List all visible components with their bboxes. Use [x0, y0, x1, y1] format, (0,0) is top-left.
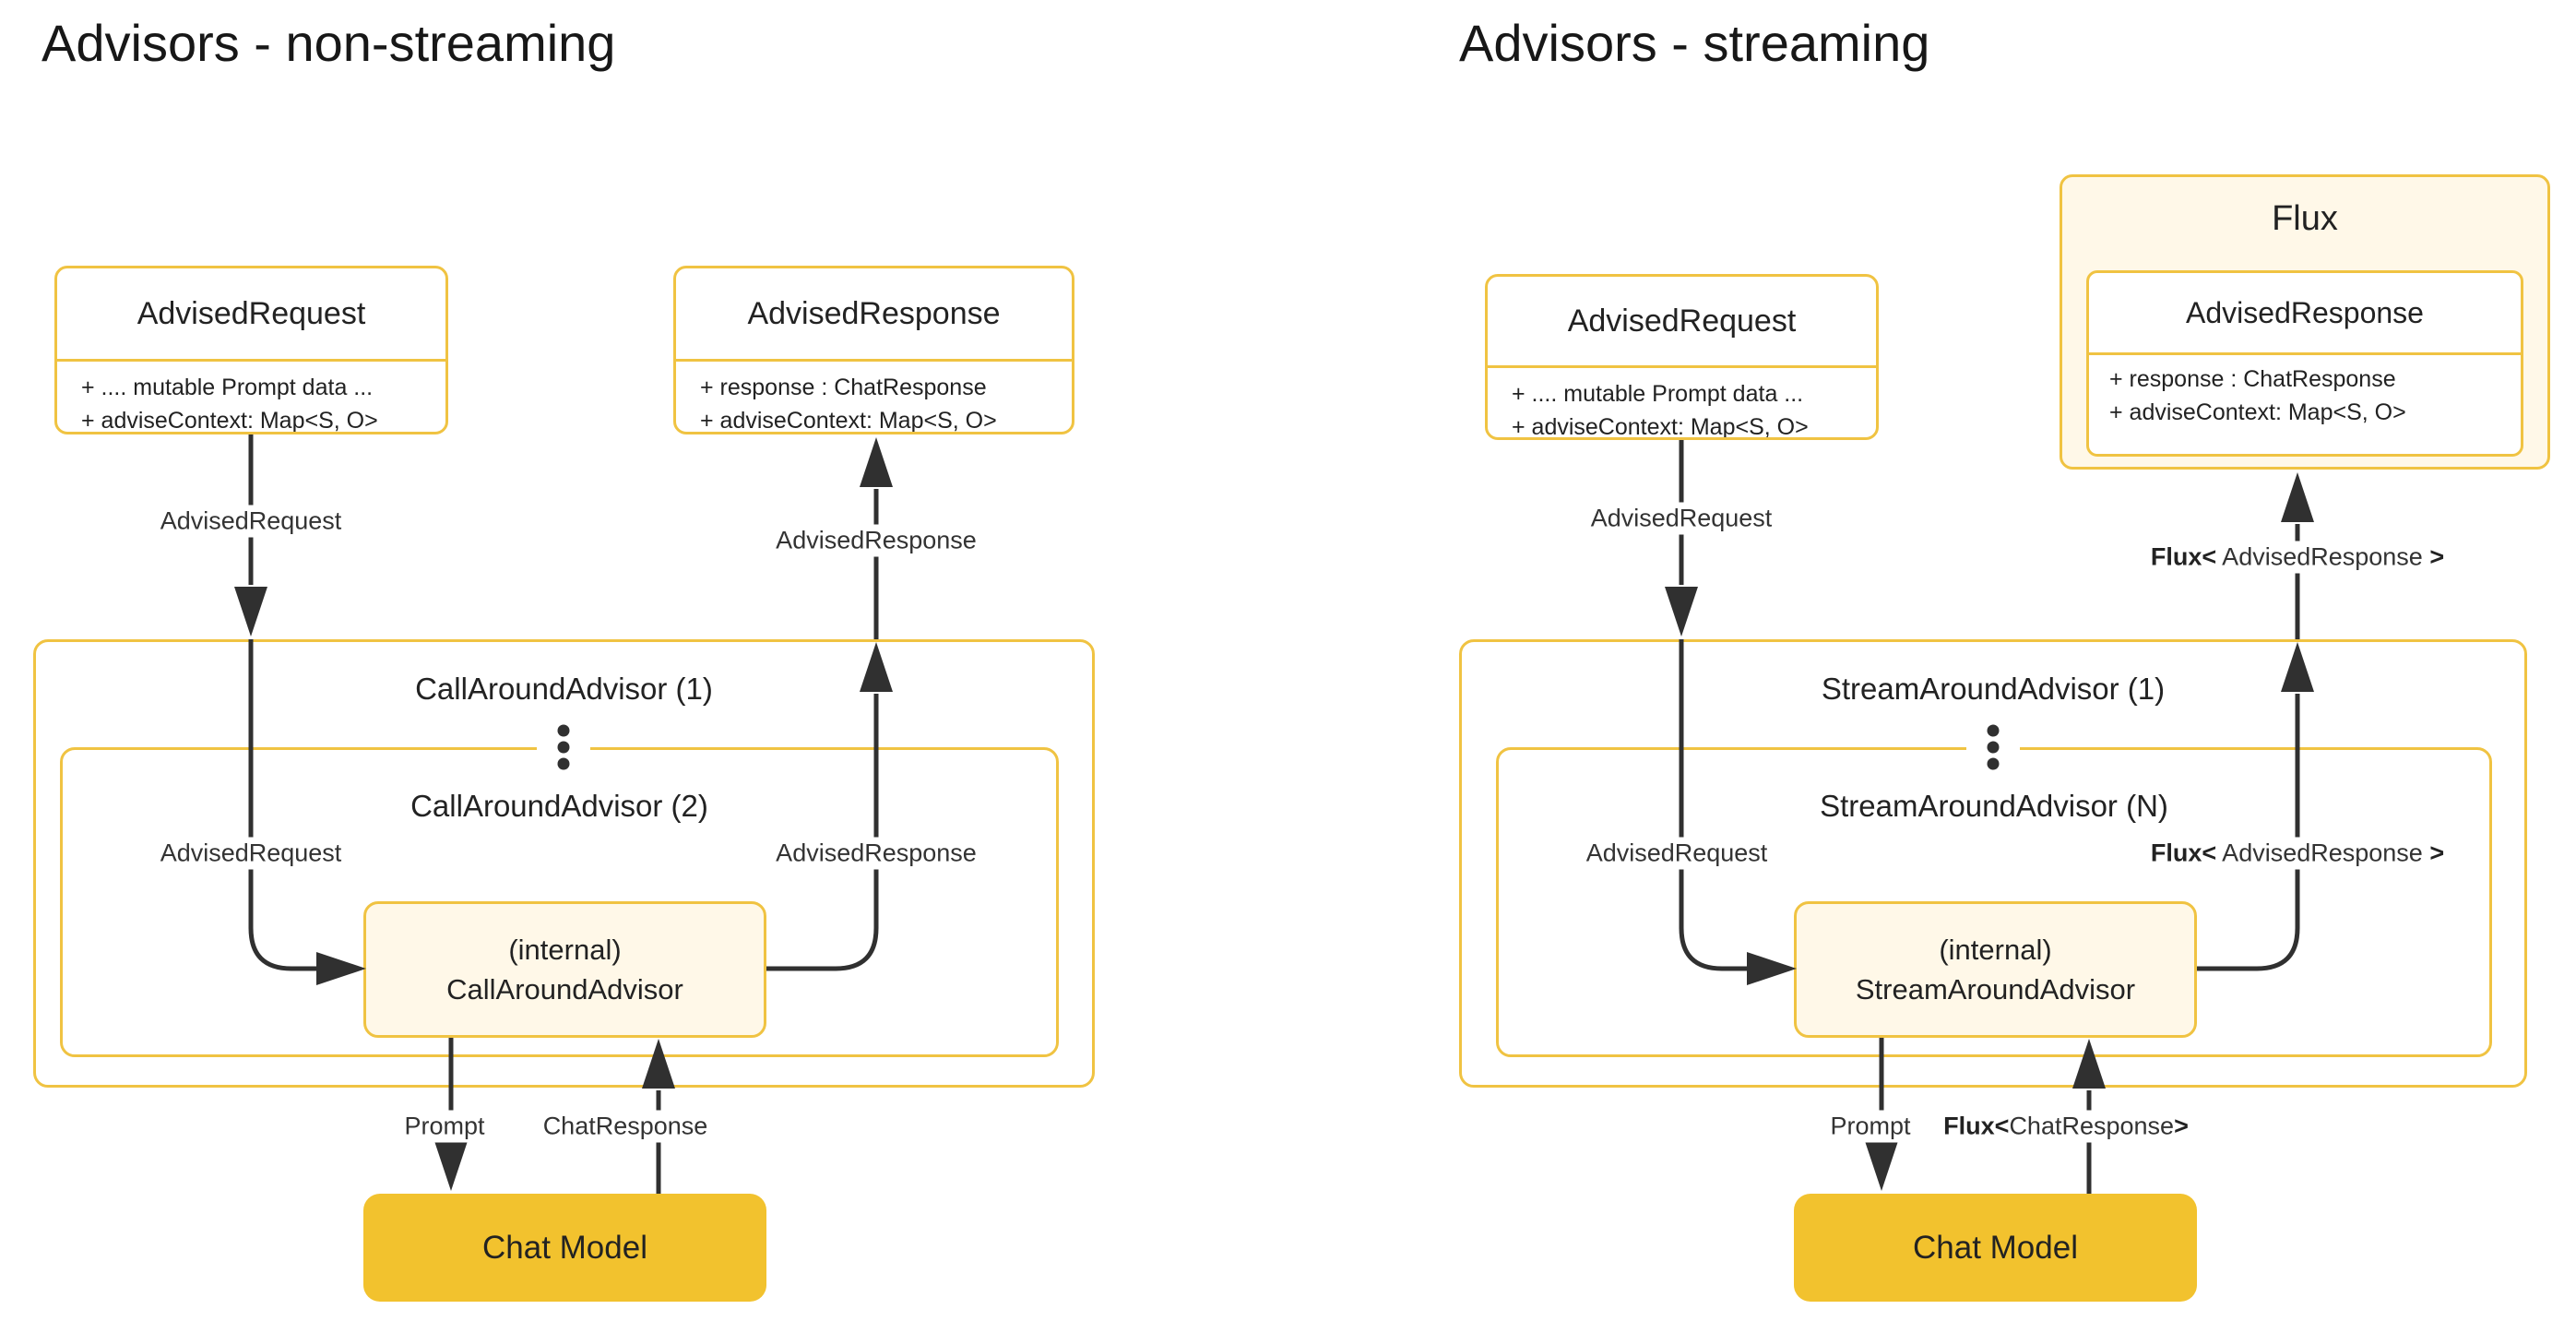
class-title: AdvisedRequest — [57, 268, 445, 362]
internal-box-line2: CallAroundAdvisor — [446, 973, 683, 1006]
diagram-title-non-streaming: Advisors - non-streaming — [42, 14, 616, 72]
edge-label-prompt: Prompt — [1822, 1110, 1918, 1143]
edge-label-advised-response-inner: AdvisedResponse — [768, 837, 984, 870]
flux-keyword: Flux< — [2150, 542, 2217, 571]
class-field: + adviseContext: Map<S, O> — [700, 408, 997, 434]
chat-model-box-left: Chat Model — [363, 1194, 766, 1302]
edge-label-flux-advised-response: Flux< AdvisedResponse > — [2143, 541, 2452, 574]
advised-request-box-left: AdvisedRequest + .... mutable Prompt dat… — [54, 266, 448, 434]
internal-call-around-advisor-box: (internal) CallAroundAdvisor — [363, 901, 766, 1038]
stream-around-advisor-1-frame: StreamAroundAdvisor (1) — [1459, 639, 2527, 1088]
arrowhead-down-icon — [434, 1141, 468, 1191]
flux-type-param: ChatResponse — [2009, 1112, 2175, 1140]
chat-model-label: Chat Model — [482, 1229, 647, 1266]
chat-model-box-right: Chat Model — [1794, 1194, 2197, 1302]
frame-title: StreamAroundAdvisor (N) — [1820, 789, 2168, 823]
edge-label-flux-chat-response: Flux<ChatResponse> — [1936, 1110, 2196, 1143]
frame-title: CallAroundAdvisor (1) — [415, 672, 713, 706]
edge-label-prompt: Prompt — [397, 1110, 493, 1143]
class-fields: + response : ChatResponse + adviseContex… — [2089, 355, 2521, 436]
internal-box-line2: StreamAroundAdvisor — [1855, 973, 2136, 1006]
arrowhead-down-icon — [234, 587, 267, 637]
edge-label-advised-request: AdvisedRequest — [1583, 502, 1780, 535]
flux-title: Flux — [2272, 199, 2338, 238]
frame-title: CallAroundAdvisor (2) — [410, 789, 708, 823]
arrowhead-down-icon — [1865, 1141, 1898, 1191]
call-around-advisor-1-frame: CallAroundAdvisor (1) — [33, 639, 1095, 1088]
flux-keyword: Flux< — [1943, 1112, 2010, 1140]
edge-label-flux-advised-response-inner: Flux< AdvisedResponse > — [2143, 837, 2452, 870]
class-field: + adviseContext: Map<S, O> — [1512, 414, 1809, 440]
class-title: AdvisedResponse — [676, 268, 1072, 362]
class-field: + response : ChatResponse — [700, 375, 987, 400]
diagram-title-streaming: Advisors - streaming — [1459, 14, 1930, 72]
internal-box-line1: (internal) — [508, 934, 622, 966]
edge-label-chat-response: ChatResponse — [535, 1110, 716, 1143]
class-title: AdvisedResponse — [2089, 273, 2521, 355]
advised-request-box-right: AdvisedRequest + .... mutable Prompt dat… — [1485, 274, 1879, 440]
edge-label-advised-request: AdvisedRequest — [152, 505, 350, 538]
flux-type-param: AdvisedResponse — [2216, 839, 2430, 867]
frame-title: StreamAroundAdvisor (1) — [1821, 672, 2166, 706]
internal-stream-around-advisor-box: (internal) StreamAroundAdvisor — [1794, 901, 2197, 1038]
flux-box: Flux AdvisedResponse + response : ChatRe… — [2060, 174, 2550, 470]
arrowhead-down-icon — [1665, 587, 1698, 637]
arrowhead-up-icon — [860, 437, 893, 487]
flux-type-param: AdvisedResponse — [2216, 542, 2430, 571]
advised-response-box-left: AdvisedResponse + response : ChatRespons… — [673, 266, 1074, 434]
flux-close-bracket: > — [2174, 1112, 2189, 1140]
edge-label-advised-response: AdvisedResponse — [768, 524, 984, 557]
class-fields: + .... mutable Prompt data ... + adviseC… — [57, 362, 445, 434]
class-fields: + .... mutable Prompt data ... + adviseC… — [1488, 368, 1876, 440]
advised-response-box-right: AdvisedResponse + response : ChatRespons… — [2086, 270, 2523, 457]
arrowhead-up-icon — [2281, 472, 2314, 522]
chat-model-label: Chat Model — [1913, 1229, 2078, 1266]
internal-box-line1: (internal) — [1939, 934, 2052, 966]
class-fields: + response : ChatResponse + adviseContex… — [676, 362, 1072, 434]
class-field: + .... mutable Prompt data ... — [1512, 381, 1804, 407]
class-field: + adviseContext: Map<S, O> — [81, 408, 378, 434]
class-title: AdvisedRequest — [1488, 277, 1876, 368]
flux-keyword: Flux< — [2150, 839, 2217, 867]
edge-label-advised-request-inner: AdvisedRequest — [1578, 837, 1775, 870]
edge-label-advised-request-inner: AdvisedRequest — [152, 837, 350, 870]
class-field: + .... mutable Prompt data ... — [81, 375, 374, 400]
class-field: + response : ChatResponse — [2109, 366, 2396, 392]
flux-close-bracket: > — [2429, 839, 2445, 867]
class-field: + adviseContext: Map<S, O> — [2109, 399, 2406, 425]
flux-close-bracket: > — [2429, 542, 2445, 571]
